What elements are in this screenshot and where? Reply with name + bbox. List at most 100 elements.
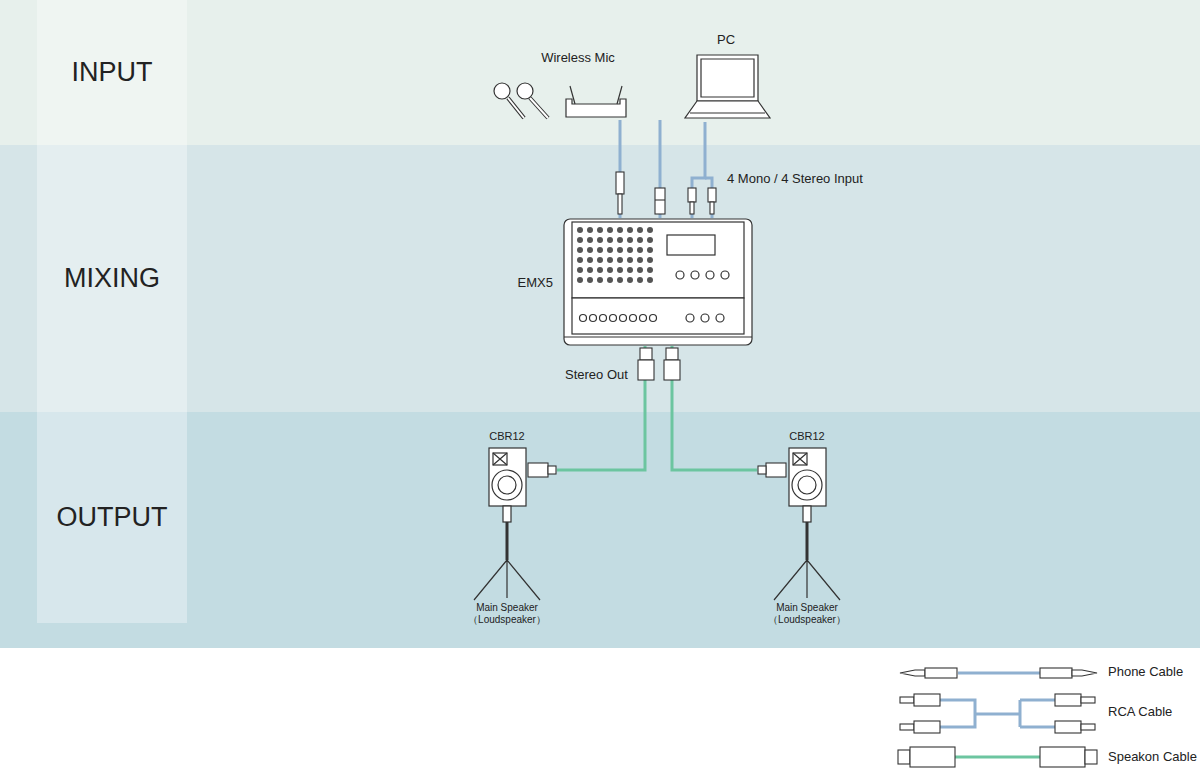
mixer-control — [706, 271, 714, 279]
mixer-knob — [637, 267, 643, 273]
legend-label: Speakon Cable — [1108, 749, 1197, 764]
mixer-knob — [607, 247, 613, 253]
input-band — [0, 0, 1200, 145]
band-title: INPUT — [37, 57, 187, 88]
mixer-knob — [577, 257, 583, 263]
cable — [557, 346, 645, 470]
mixer-knob — [607, 227, 613, 233]
band-label: INPUT — [37, 0, 187, 145]
input-jack — [630, 315, 637, 322]
mixer-knob — [587, 227, 593, 233]
legend-label: Phone Cable — [1108, 664, 1183, 679]
mixer-knob — [647, 227, 653, 233]
mixer-knob — [607, 277, 613, 283]
mixer-illustration — [564, 219, 752, 345]
device-node: Wireless Mic — [488, 50, 668, 120]
input-jack — [590, 315, 597, 322]
mixer-knob — [637, 277, 643, 283]
mixer-knob — [647, 237, 653, 243]
xlr-plug — [655, 188, 665, 214]
mixer-knob — [607, 257, 613, 263]
band-title: OUTPUT — [37, 502, 187, 533]
legend-label: RCA Cable — [1108, 704, 1172, 719]
mixer-control — [676, 271, 684, 279]
mixer-knob — [647, 247, 653, 253]
input-jack — [650, 315, 657, 322]
mixer-knob — [587, 237, 593, 243]
mixer-knob — [597, 227, 603, 233]
device-label: PC — [680, 32, 772, 47]
input-jack — [580, 315, 587, 322]
mixer-knob — [587, 257, 593, 263]
mixer-knob — [637, 257, 643, 263]
mixer-knob — [597, 257, 603, 263]
mixer-knob — [637, 247, 643, 253]
band-label-ground — [37, 0, 187, 145]
band-title: MIXING — [37, 263, 187, 294]
mixer-knob — [577, 267, 583, 273]
mixer-knob — [597, 237, 603, 243]
mixer-knob — [597, 277, 603, 283]
mixer-knob — [597, 247, 603, 253]
mixer-knob — [637, 227, 643, 233]
mixer-knob — [627, 247, 633, 253]
mixer-knob — [617, 227, 623, 233]
mixer-knob — [627, 277, 633, 283]
speaker-illustration — [474, 448, 840, 600]
rca-plug — [688, 188, 716, 214]
speakon-plug — [528, 463, 786, 477]
mixer-control — [701, 314, 709, 322]
mixer-control — [721, 271, 729, 279]
port-label: Stereo Out — [565, 367, 628, 382]
band-label-ground — [37, 412, 187, 623]
speakon-plug — [638, 348, 680, 380]
device-caption: Main Speaker （Loudspeaker） — [457, 602, 557, 625]
mixer-control — [716, 314, 724, 322]
cable — [672, 346, 757, 470]
mixer-knob — [597, 267, 603, 273]
device-label: CBR12 — [757, 430, 857, 442]
mixer-knob — [607, 237, 613, 243]
device-label: CBR12 — [457, 430, 557, 442]
mixer-knob — [577, 227, 583, 233]
mixer-knob — [627, 227, 633, 233]
mixer-knob — [577, 277, 583, 283]
speaker-node: CBR12Main Speaker （Loudspeaker） — [457, 430, 557, 630]
mixer-knob — [617, 237, 623, 243]
band-label-ground — [37, 145, 187, 412]
input-jack — [600, 315, 607, 322]
device-caption: Main Speaker （Loudspeaker） — [757, 602, 857, 625]
mixer-knob — [647, 267, 653, 273]
band-label: OUTPUT — [37, 412, 187, 623]
mixer-node: EMX5 — [563, 218, 753, 346]
mixer-knob — [577, 247, 583, 253]
mixer-control — [691, 271, 699, 279]
laptop-icon — [685, 55, 770, 118]
input-jack — [620, 315, 627, 322]
mixer-knob — [577, 237, 583, 243]
mixer-knob — [617, 257, 623, 263]
input-jack — [610, 315, 617, 322]
mixer-knob — [587, 277, 593, 283]
input-jack — [640, 315, 647, 322]
band-label: MIXING — [37, 145, 187, 412]
mixer-knob — [627, 267, 633, 273]
mixer-knob — [587, 247, 593, 253]
mixer-knob — [617, 247, 623, 253]
mixer-knob — [607, 267, 613, 273]
mixer-knob — [587, 267, 593, 273]
mixer-knob — [637, 237, 643, 243]
device-label: Wireless Mic — [488, 50, 668, 65]
cable — [619, 120, 622, 218]
mixer-knob — [647, 257, 653, 263]
speaker-node: CBR12Main Speaker （Loudspeaker） — [757, 430, 857, 630]
mixer-knob — [627, 257, 633, 263]
mixer-knob — [617, 277, 623, 283]
mixing-band — [0, 145, 1200, 412]
output-band — [0, 412, 1200, 648]
device-node: PC — [680, 32, 772, 122]
mixer-knob — [627, 237, 633, 243]
